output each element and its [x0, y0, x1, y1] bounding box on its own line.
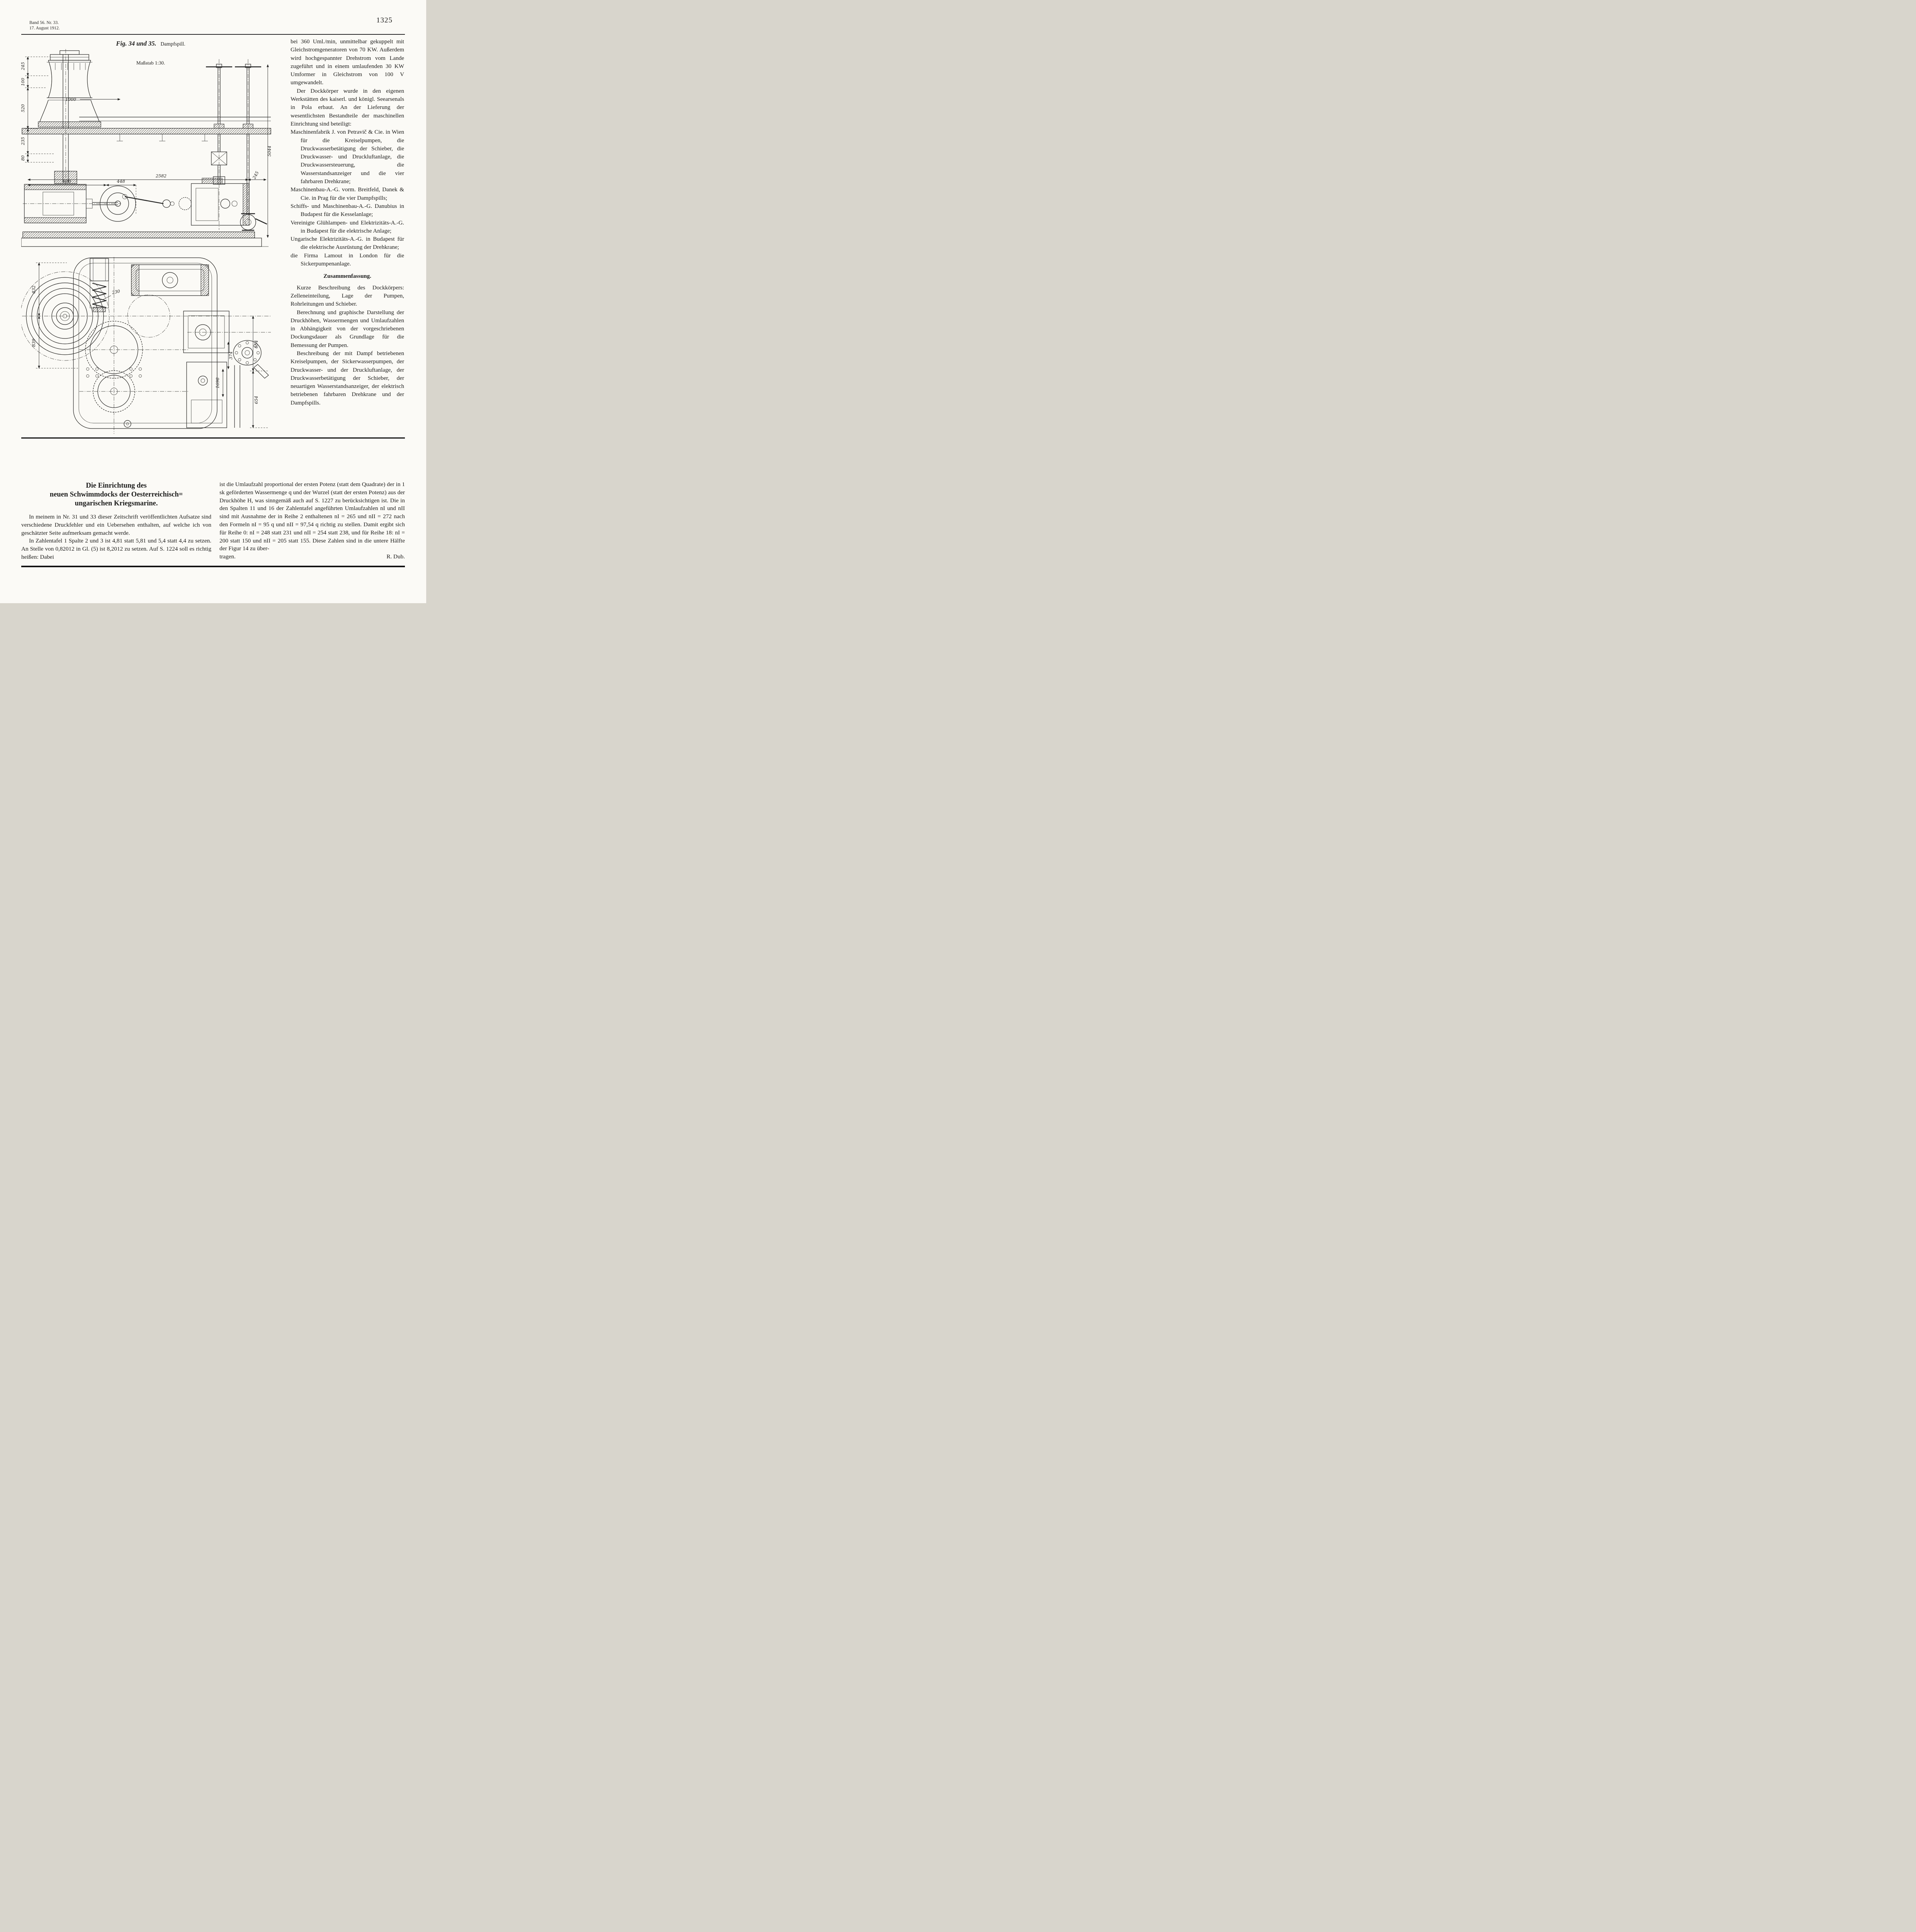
paragraph-dockkoerper: Der Dockkörper wurde in den eigenen Werk…	[291, 88, 404, 127]
summary-paragraph: Beschreibung der mit Dampf betriebenen K…	[291, 350, 404, 406]
dim-label-832: 832	[31, 286, 36, 294]
dim-label-600: 600	[63, 179, 71, 184]
article-title-line2: neuen Schwimmdocks der Oesterreichisch=	[49, 491, 183, 498]
supplier-item: Maschinenbau-A.-G. vorm. Breitfeld, Dane…	[291, 187, 404, 201]
cylinder-plan	[131, 264, 209, 296]
dim-label-448: 448	[117, 179, 125, 184]
dim-label-1000: 1000	[65, 97, 76, 102]
fig-34-sectional-drawing: 245 100 520 235 80 1000 2582 245 600 448…	[21, 49, 272, 247]
summary-paragraph: Kurze Beschreibung des Dockkörpers: Zell…	[291, 284, 404, 308]
dimension-annotations: 245 100 520 235 80 1000 2582 245 600 448…	[21, 56, 272, 238]
dim-label-2582: 2582	[155, 173, 167, 179]
fig-35-plan-drawing: 832 839 654 654 374 1698 230	[21, 257, 271, 434]
article-title: Die Einrichtung des neuen Schwimmdocks d…	[21, 481, 211, 508]
dim-label-245: 245	[21, 62, 26, 71]
figure-title: Dampfspill.	[160, 41, 185, 47]
issue-date: 17. August 1912.	[29, 26, 60, 31]
dim-label-5044: 5044	[267, 146, 272, 156]
frame-outline	[73, 257, 218, 429]
gear-train-plan	[85, 294, 170, 413]
header-rule	[21, 34, 405, 35]
deck-structure	[22, 117, 271, 141]
capstan-assembly	[38, 49, 101, 184]
dim-label-245b: 245	[252, 170, 260, 180]
supplier-item: Maschinenfabrik J. von Petravič & Cie. i…	[291, 129, 404, 185]
supplier-item: Ungarische Elektrizitäts-A.-G. in Budape…	[291, 236, 404, 251]
article-paragraph: In meinem in Nr. 31 und 33 dieser Zeitsc…	[21, 514, 211, 536]
dim-label-1698: 1698	[215, 378, 220, 388]
dim-label-100: 100	[21, 78, 26, 86]
right-column: bei 360 Uml./min, unmittelbar gekuppelt …	[291, 38, 404, 407]
capstan-drum-plan	[21, 271, 110, 361]
volume-number: Band 56. Nr. 33.	[29, 20, 59, 25]
paragraph-continuation: bei 360 Uml./min, unmittelbar gekuppelt …	[291, 39, 404, 86]
pump-and-valve-plan	[124, 311, 269, 428]
signature-row: tragen. R. Dub.	[219, 553, 405, 561]
paragraph-tail: tragen.	[219, 553, 236, 560]
journal-page: Band 56. Nr. 33. 17. August 1912. 1325 F…	[0, 0, 426, 603]
dimension-annotations: 832 839 654 654 374 1698 230	[31, 262, 269, 428]
supplier-item: Schiffs- und Maschinenbau-A.-G. Danubius…	[291, 203, 404, 218]
article-title-line1: Die Einrichtung des	[86, 482, 147, 490]
dim-label-374: 374	[228, 352, 233, 360]
page-number: 1325	[376, 16, 393, 24]
dim-label-520: 520	[21, 104, 26, 112]
supplier-item: Vereinigte Glühlampen- und Elektrizitäts…	[291, 219, 404, 234]
dim-label-654-upper: 654	[254, 340, 259, 349]
article-paragraph: In Zahlentafel 1 Spalte 2 und 3 ist 4,81…	[21, 537, 211, 560]
dim-label-654-lower: 654	[254, 396, 259, 404]
spring-assembly	[90, 258, 109, 312]
dim-label-230: 230	[111, 289, 121, 295]
dim-label-839: 839	[31, 339, 36, 347]
author-signature: R. Dub.	[386, 553, 405, 560]
article-left-column: Die Einrichtung des neuen Schwimmdocks d…	[21, 481, 211, 561]
dim-label-80: 80	[21, 155, 26, 161]
figure-caption: Fig. 34 und 35. Dampfspill.	[89, 40, 213, 48]
issue-info: Band 56. Nr. 33. 17. August 1912.	[29, 20, 60, 31]
centerlines	[22, 257, 271, 434]
article-paragraph: ist die Umlaufzahl proportional der erst…	[219, 481, 405, 552]
engine-section	[21, 171, 269, 247]
steam-valve-standpipes	[206, 59, 267, 231]
summary-paragraph: Berechnung und graphische Darstellung de…	[291, 309, 404, 349]
summary-heading: Zusammenfassung.	[323, 273, 371, 280]
section-divider-rule	[21, 437, 405, 439]
dim-label-235: 235	[21, 137, 26, 146]
supplier-item: die Firma Lamout in London für die Sicke…	[291, 252, 404, 267]
article-right-column: ist die Umlaufzahl proportional der erst…	[219, 481, 405, 561]
footer-rule	[21, 566, 405, 567]
figure-scale-note: Maßstab 1:30.	[136, 60, 165, 66]
figure-label: Fig. 34 und 35.	[116, 40, 156, 47]
article-title-line3: ungarischen Kriegsmarine.	[75, 500, 158, 507]
